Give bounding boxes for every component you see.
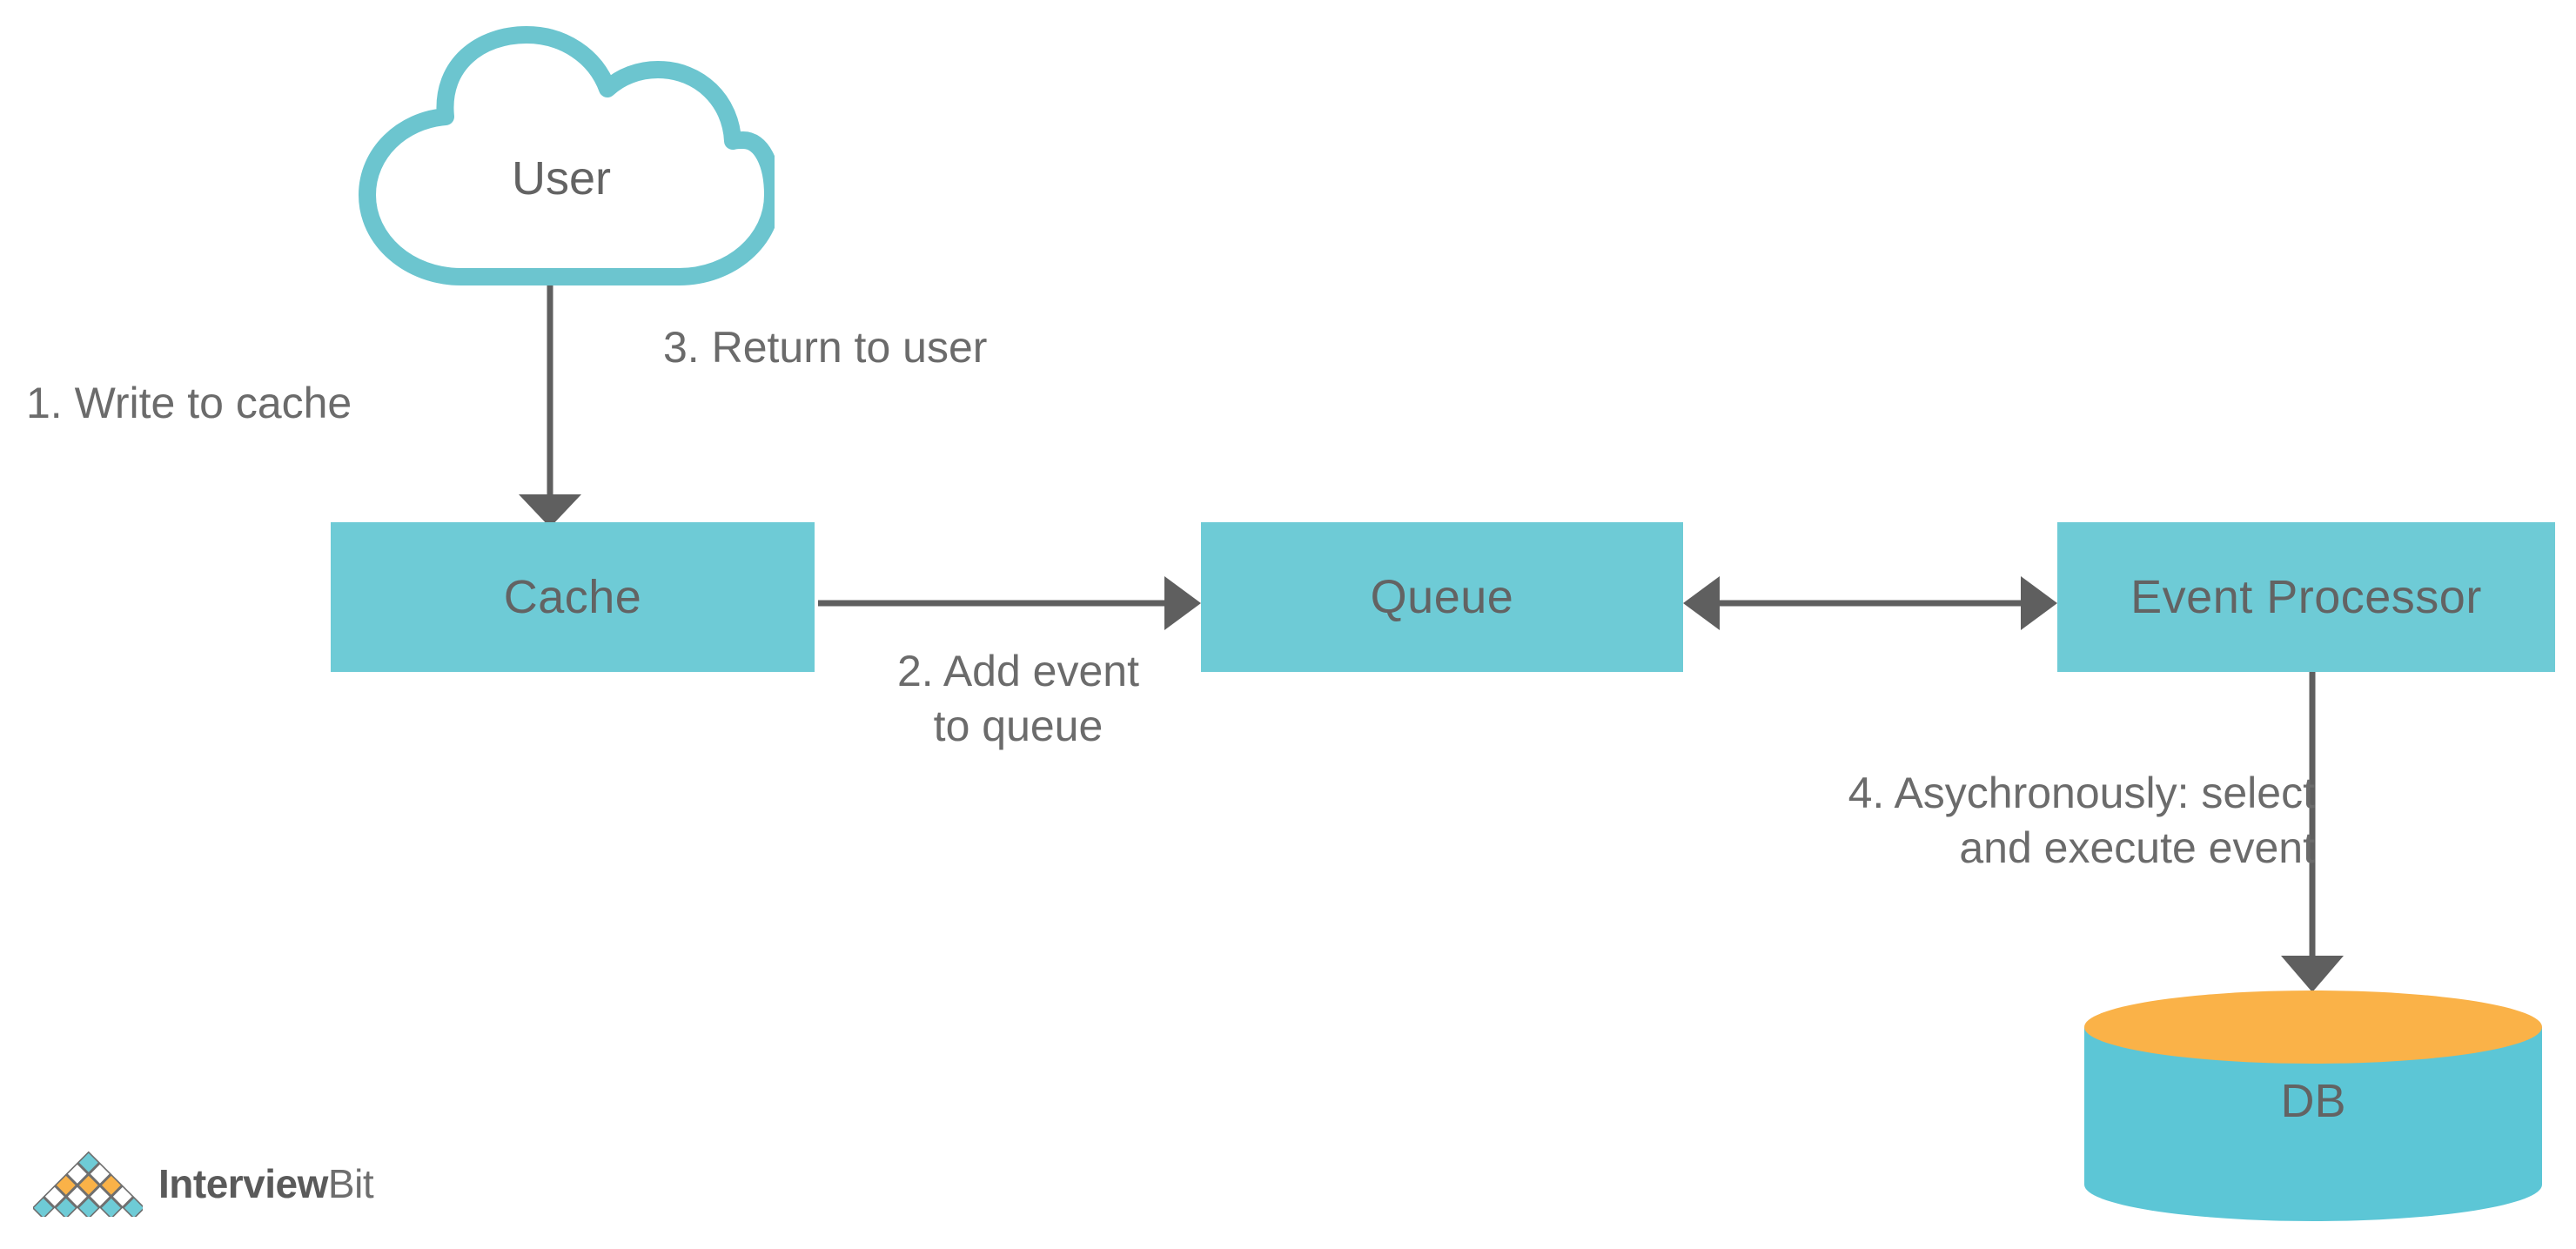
- node-cache-label: Cache: [503, 571, 642, 623]
- node-db-label: DB: [2280, 1075, 2346, 1127]
- node-queue[interactable]: Queue: [1201, 522, 1683, 672]
- wordmark-secondary: Bit: [327, 1161, 374, 1206]
- interviewbit-wordmark: InterviewBit: [158, 1160, 374, 1207]
- step-2-label: 2. Add event to queue: [896, 647, 1139, 750]
- wordmark-primary: Interview: [158, 1161, 328, 1206]
- interviewbit-diamond-pyramid-icon: [33, 1151, 143, 1217]
- node-event-processor-label: Event Processor: [2130, 571, 2482, 623]
- connector-queue-event-processor: [1683, 576, 2057, 630]
- database-cylinder-icon: [2084, 990, 2542, 1221]
- cloud-icon: [359, 26, 775, 285]
- connector-cache-to-queue: [818, 576, 1201, 630]
- step-4-label: 4. Asychronously: select and execute eve…: [1848, 769, 2315, 872]
- node-user-cloud[interactable]: User: [348, 26, 775, 287]
- node-queue-label: Queue: [1370, 571, 1514, 623]
- step-3-label: 3. Return to user: [663, 323, 988, 372]
- node-user-label: User: [511, 152, 611, 205]
- interviewbit-logo[interactable]: InterviewBit: [33, 1151, 374, 1217]
- connector-user-to-cache: [519, 280, 581, 527]
- node-cache[interactable]: Cache: [331, 522, 815, 672]
- node-db[interactable]: DB: [2083, 990, 2544, 1221]
- node-event-processor[interactable]: Event Processor: [2057, 522, 2555, 672]
- step-1-label: 1. Write to cache: [26, 379, 352, 427]
